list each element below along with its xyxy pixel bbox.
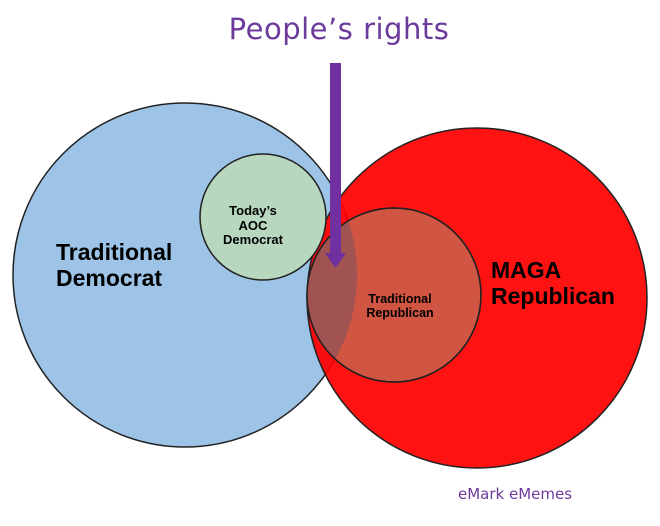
aoc-democrat-circle — [199, 153, 327, 281]
traditional-democrat-line2: Democrat — [56, 264, 163, 291]
aoc-democrat-line2: AOC — [238, 217, 268, 233]
aoc-democrat-line1: Today’s — [229, 203, 277, 218]
traditional-republican-line2: Republican — [366, 306, 434, 320]
traditional-democrat-line1: Traditional — [56, 239, 173, 265]
traditional-democrat-label: Traditional Democrat — [56, 239, 173, 292]
maga-republican-line1: MAGA — [491, 257, 562, 283]
credit-watermark: eMark eMemes — [458, 485, 573, 503]
peoples-rights-title: People’s rights — [228, 12, 450, 46]
traditional-republican-label: Traditional Republican — [348, 292, 452, 320]
maga-republican-line2: Republican — [491, 282, 615, 309]
maga-republican-label: MAGA Republican — [491, 257, 615, 310]
traditional-republican-line1: Traditional — [368, 292, 432, 306]
aoc-democrat-line3: Democrat — [223, 232, 283, 248]
peoples-rights-arrow — [325, 63, 346, 268]
aoc-democrat-label: Today’s AOC Democrat — [203, 203, 303, 248]
